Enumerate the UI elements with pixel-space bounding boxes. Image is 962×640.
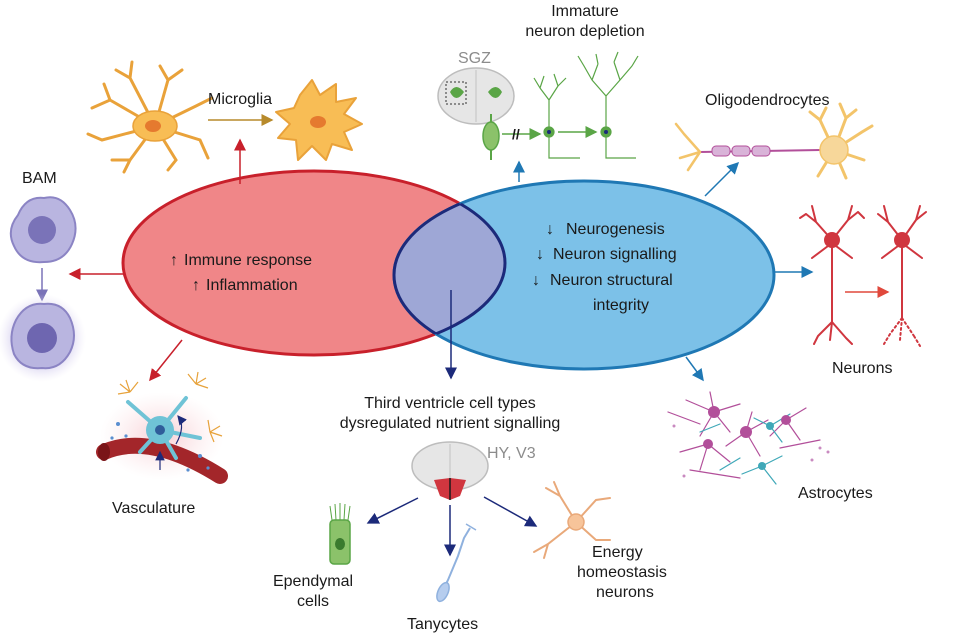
tanycyte-icon [436,523,477,603]
neurons-label: Neurons [832,360,892,377]
tanycytes-group: Tanycytes [407,523,478,633]
ependymal-label-line1: Ependymal [273,573,353,590]
bam-activated-cell-icon [0,294,86,382]
energy-neurons-group: Energy homeostasis neurons [533,481,667,601]
microglia-label: Microglia [208,91,272,108]
vasculature-label: Vasculature [112,500,195,517]
arrow-to-oligodendrocytes [704,161,740,197]
oligodendrocytes-label: Oligodendrocytes [705,92,830,109]
energy-label-line2: homeostasis [577,564,667,581]
arrow-to-astrocytes [685,356,704,382]
sgz-label: SGZ [458,50,491,67]
arrow-to-ependymal [366,497,419,524]
venn-diagram: ↑ Immune response ↑ Inflammation ↓ Neuro… [121,169,776,371]
inflammation-text: Inflammation [206,277,298,294]
ependymal-cell-icon [329,503,351,565]
immature-label-line2: neuron depletion [525,23,644,40]
connector-arrows [68,138,814,557]
energy-label-line1: Energy [592,544,643,561]
pyramidal-neuron-icon [799,205,865,345]
ependymal-group: Ependymal cells [273,503,353,610]
oligodendrocyte-group: Oligodendrocytes [674,92,874,180]
astrocytes-group: Astrocytes [667,391,873,502]
glia-bursts [117,371,223,443]
brain-section-hypothalamus-icon [411,441,489,500]
brain-section-sgz-icon [437,67,515,125]
third-ventricle-label-line1: Third ventricle cell types [364,395,536,412]
immature-label-line1: Immature [551,3,619,20]
degenerating-neuron-icon [877,205,927,347]
ependymal-label-line2: cells [297,593,329,610]
arrow-up-glyph: ↑ [192,277,200,294]
microglia-resting-icon [86,60,214,174]
arrow-down-glyph: ↓ [546,221,554,238]
hy-v3-label: HY, V3 [487,445,536,462]
blood-vessel-icon [96,437,228,484]
arrow-to-energy-neurons [483,496,538,527]
microglia-activated-icon [275,79,363,161]
vasculature-group: Vasculature [96,371,228,517]
arrow-to-vasculature [149,339,183,382]
third-ventricle-group: Third ventricle cell types dysregulated … [340,395,561,500]
neurons-group: Neurons [799,205,927,377]
neural-progenitor-icon [482,114,500,160]
hypothalamic-neuron-icon [533,481,611,559]
neuron-signalling-text: Neuron signalling [553,246,677,263]
bam-group: BAM [0,170,86,382]
oligodendrocyte-icon [808,102,874,180]
bam-cell-icon [9,196,77,264]
energy-label-line3: neurons [596,584,654,601]
blocked-mark: // [512,126,520,142]
arrow-down-glyph: ↓ [536,246,544,263]
integrity-text: integrity [593,297,649,314]
myelinated-axon-icon [674,122,821,172]
tanycytes-label: Tanycytes [407,616,478,633]
immune-response-text: Immune response [184,252,312,269]
neuron-structural-text: Neuron structural [550,272,673,289]
bam-label: BAM [22,170,57,187]
immature-neuron-icon [533,73,580,159]
neurogenesis-text: Neurogenesis [566,221,665,238]
microglia-group: Microglia [86,60,363,174]
astrocyte-network-icon [667,391,830,485]
third-ventricle-label-line2: dysregulated nutrient signalling [340,415,561,432]
immature-neuron-group: Immature neuron depletion SGZ // [437,3,645,160]
astrocytes-label: Astrocytes [798,485,873,502]
arrow-up-glyph: ↑ [170,252,178,269]
arrow-down-glyph: ↓ [532,272,540,289]
mature-granule-neuron-icon [577,51,639,159]
